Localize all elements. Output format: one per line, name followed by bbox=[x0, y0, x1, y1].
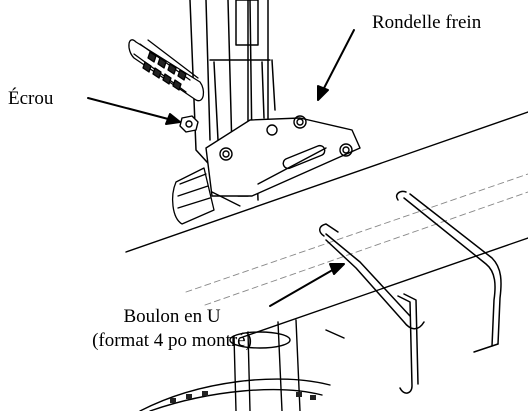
lower-column bbox=[139, 319, 331, 411]
u-bolt-label: Boulon en U (format 4 po montré) bbox=[36, 306, 308, 352]
knob-handle bbox=[128, 39, 205, 102]
nut-arrow-head bbox=[165, 113, 181, 125]
callout-arrows bbox=[87, 29, 355, 307]
u-bolt-label-line2: (format 4 po montré) bbox=[92, 329, 252, 351]
u-bolt-part bbox=[319, 190, 502, 394]
lock-washer-label: Rondelle frein bbox=[372, 12, 482, 33]
tube-rail bbox=[125, 111, 528, 339]
mounting-plate bbox=[205, 115, 361, 197]
nut-part bbox=[179, 115, 199, 133]
ubolt-arrow-head bbox=[329, 263, 345, 275]
washer-arrow-head bbox=[317, 85, 329, 101]
washer-arrow-line bbox=[321, 29, 355, 93]
u-bolt-label-line1: Boulon en U bbox=[123, 306, 221, 327]
nut-arrow-line bbox=[87, 97, 173, 121]
ubolt-arrow-line bbox=[269, 267, 337, 307]
lever-handle bbox=[171, 167, 241, 225]
nut-label: Écrou bbox=[8, 88, 54, 109]
